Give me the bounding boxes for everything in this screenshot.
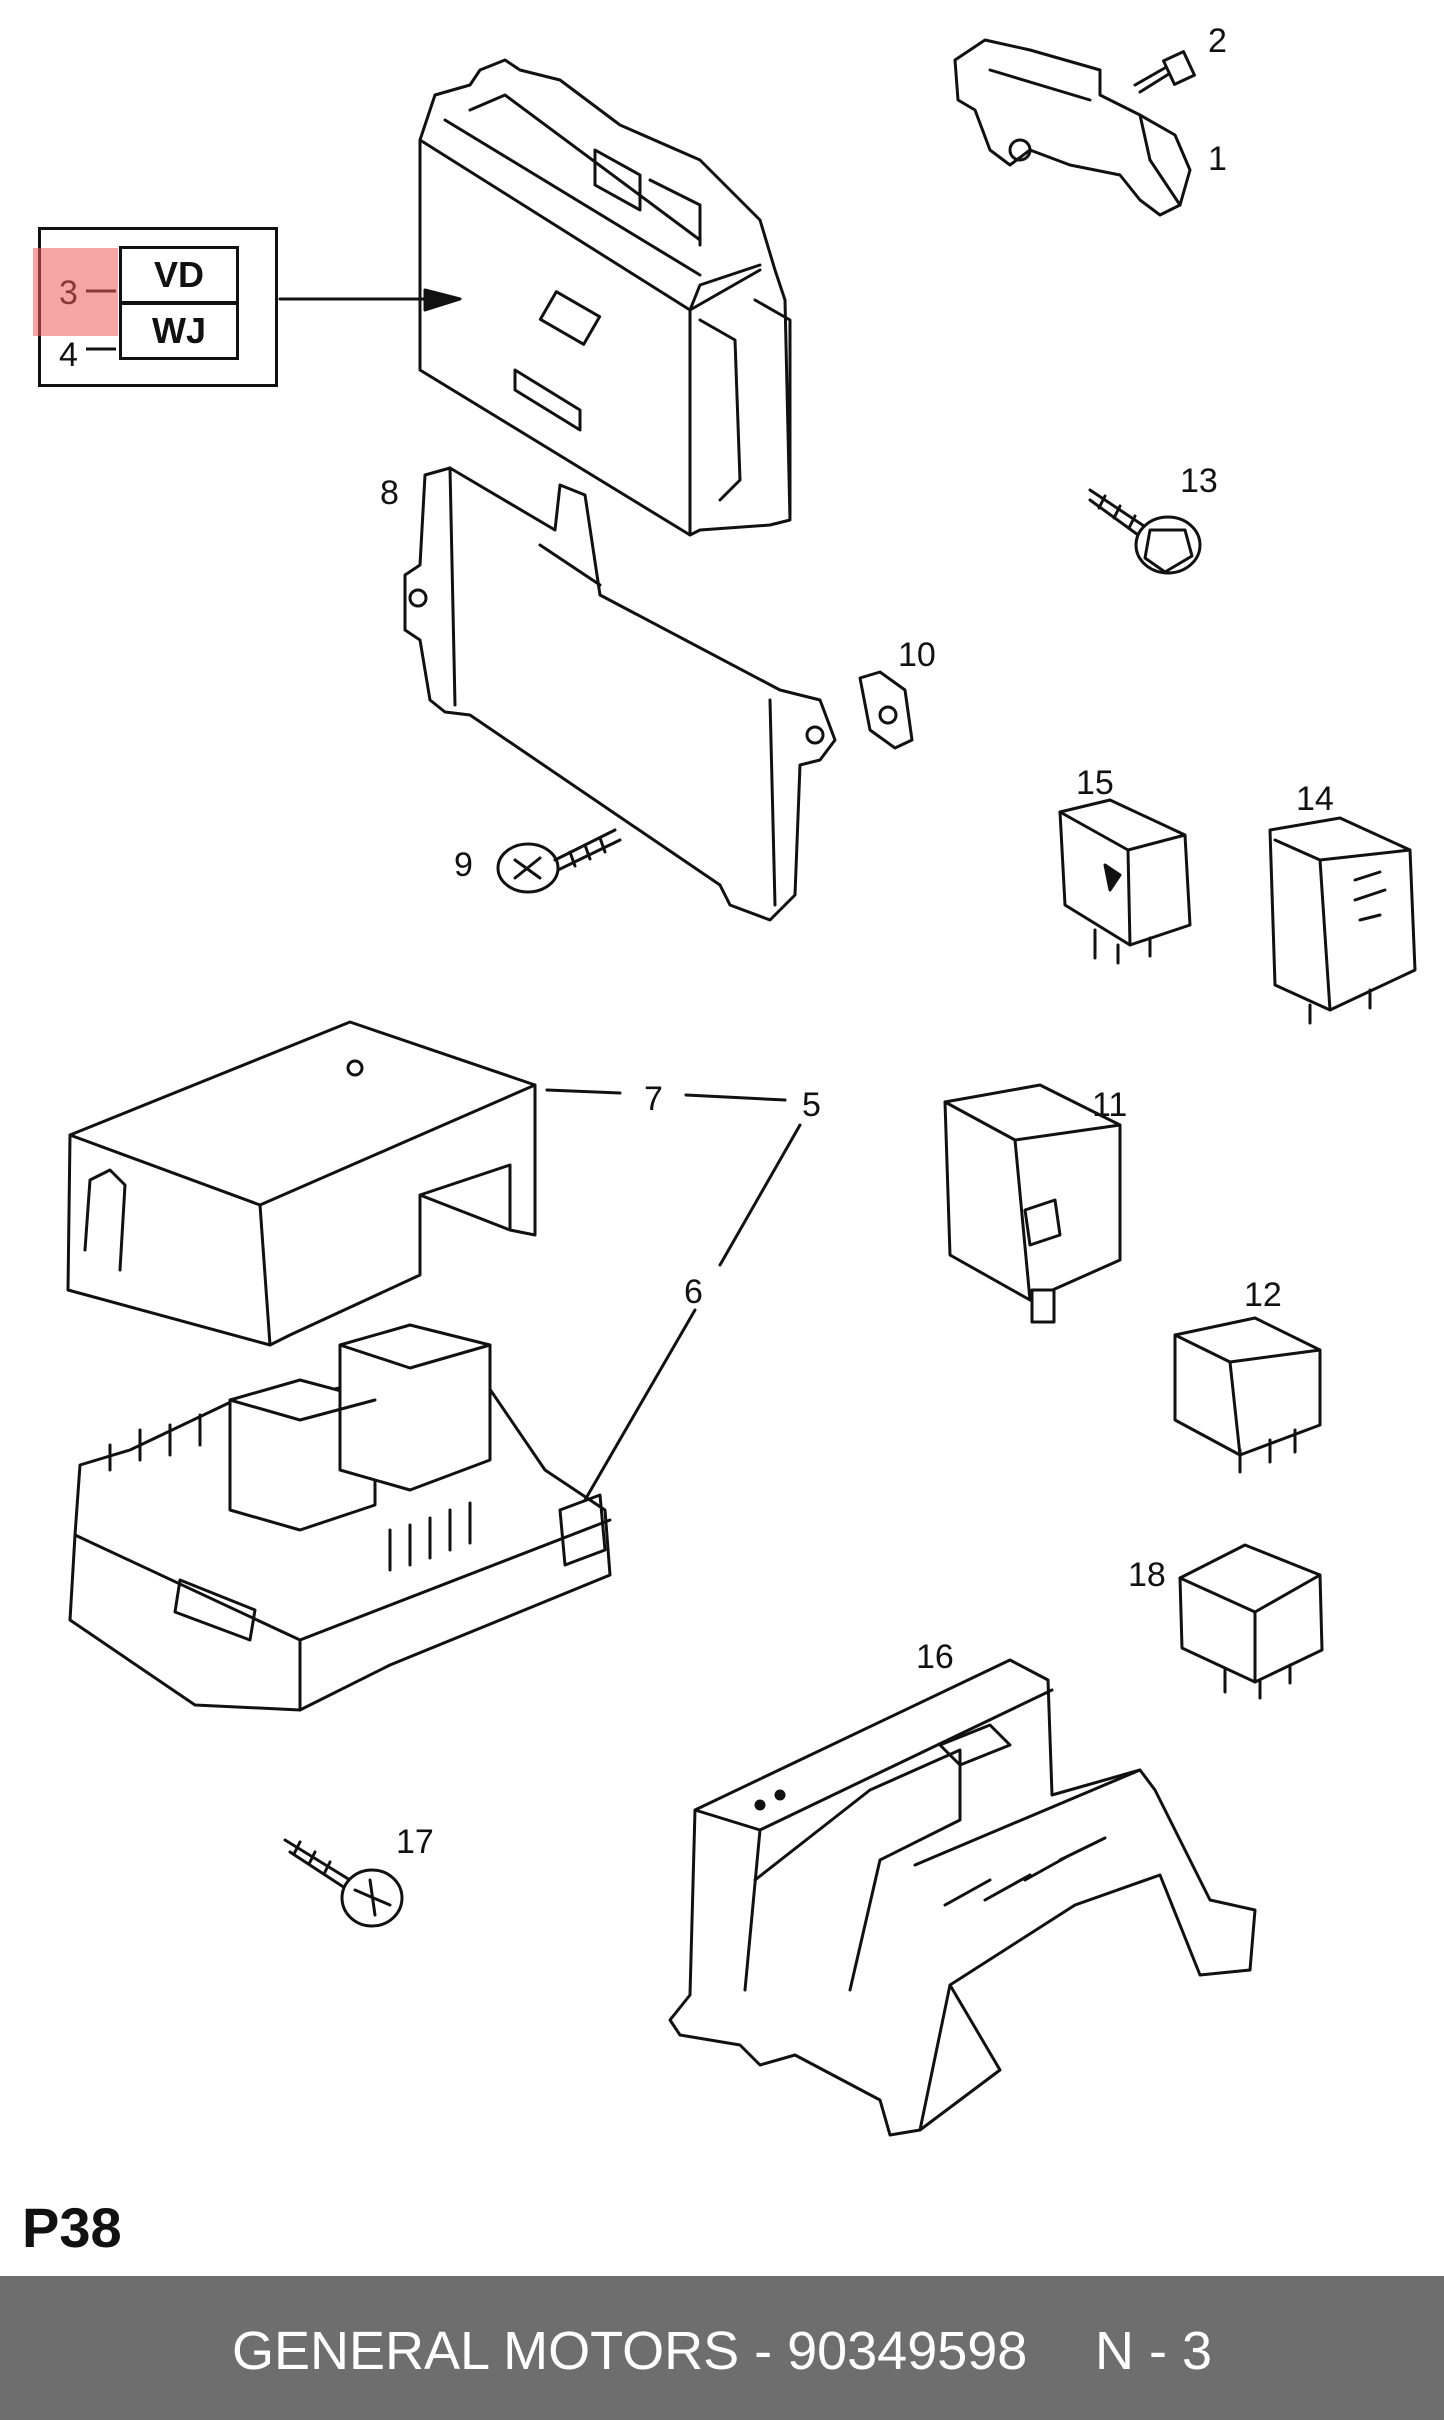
callout-number: 1 [1208,140,1227,178]
part-13-relay-drawing [943,1083,1122,1324]
part-9-screw-drawing [496,828,622,894]
callout-number: 5 [802,1086,821,1124]
callout-number: 6 [684,1273,703,1311]
part-16-frame-drawing [668,1658,1257,2137]
part-10-clip-drawing [858,670,914,750]
callout-number: 15 [1076,764,1114,802]
callout-number: 8 [380,474,399,512]
page-code: P38 [22,2196,122,2259]
part-11-screw-drawing [1088,488,1202,575]
part-6-relay-box-drawing [68,1323,612,1712]
callout-number: 10 [898,636,936,674]
callout-number: 18 [1128,1556,1166,1594]
part-17-screw-drawing [283,1838,404,1928]
callout-number: 17 [396,1823,434,1861]
highlight-marker [33,248,118,336]
callout-number: 14 [1296,780,1334,818]
footer-page: N - 3 [1095,2321,1213,2381]
part-7-cover-drawing [66,1020,537,1347]
pointer-arrow [278,288,462,312]
exploded-view-drawing [66,38,1417,2137]
callout-number: 13 [1180,462,1218,500]
part-2-screw-drawing [1133,50,1196,94]
code-cell: WJ [119,302,239,360]
callout-number: 11 [1092,1086,1128,1124]
control-module-drawing [418,58,792,537]
footer-label: GENERAL MOTORS - 90349598 [232,2321,1028,2381]
callout-number: 12 [1244,1276,1282,1314]
callout-number: 2 [1208,22,1227,60]
part-12-relay-drawing [1268,816,1417,1025]
code-row-number: 4 [59,336,78,374]
callout-number: 16 [916,1638,954,1676]
part-18-relay-drawing [1178,1543,1324,1700]
footer-bar: GENERAL MOTORS - 90349598 N - 3 [0,2276,1444,2420]
part-1-bracket-drawing [953,38,1192,217]
callout-number: 7 [644,1080,663,1118]
part-8-bracket-drawing [403,466,837,922]
part-14-relay-drawing [1173,1316,1322,1474]
part-15-relay-drawing [1058,798,1192,965]
callout-number: 9 [454,846,473,884]
leader-lines [545,1088,802,1502]
